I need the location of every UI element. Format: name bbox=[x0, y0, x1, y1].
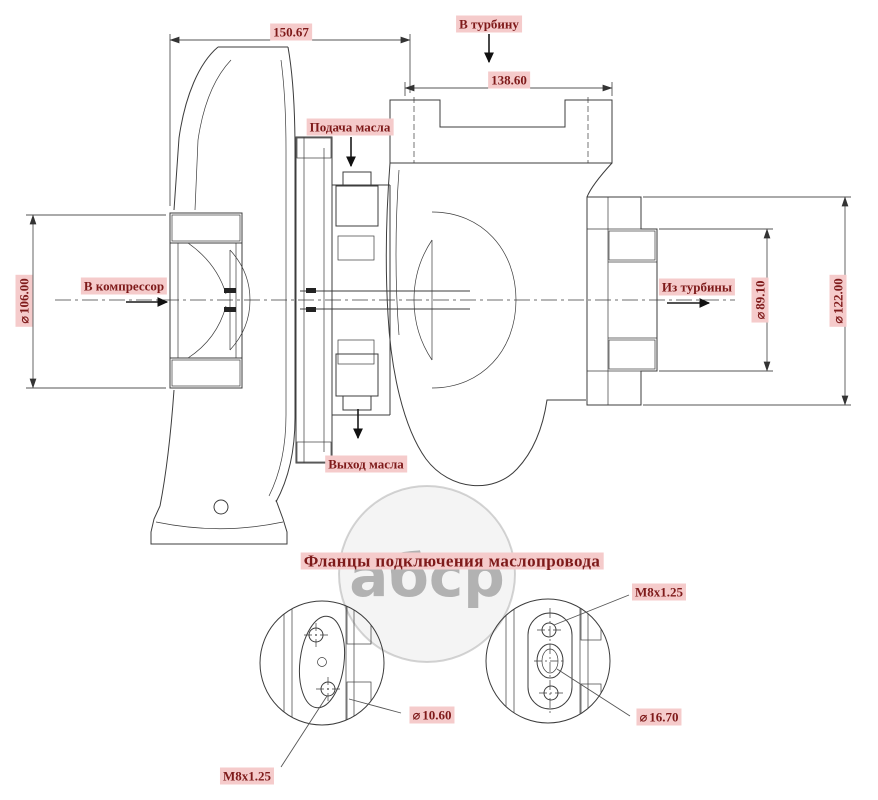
label-to-compressor: В компрессор bbox=[80, 277, 168, 295]
dim-label-outlet-outer-dia: ⌀122.00 bbox=[829, 275, 847, 327]
label-oil-outlet: Выход масла bbox=[325, 455, 407, 473]
dim-label-overall-width: 150.67 bbox=[270, 23, 312, 41]
compressor-housing bbox=[150, 46, 296, 545]
label-from-turbine: Из турбины bbox=[658, 278, 736, 296]
label-hole-dia-right: ⌀16.70 bbox=[636, 708, 682, 726]
detail-view-right bbox=[485, 598, 611, 724]
diameter-symbol: ⌀ bbox=[412, 707, 421, 723]
leader-lines bbox=[280, 594, 631, 768]
dim-label-compressor-inlet-dia: ⌀106.00 bbox=[15, 275, 33, 327]
bearing-housing bbox=[295, 136, 470, 464]
dimension-lines bbox=[26, 34, 851, 406]
section-title: Фланцы подключения маслопровода bbox=[300, 552, 604, 570]
label-hole-dia-left: ⌀10.60 bbox=[409, 706, 455, 724]
label-thread-top: M8x1.25 bbox=[631, 583, 687, 601]
diameter-symbol: ⌀ bbox=[639, 709, 648, 725]
label-thread-bottom: M8x1.25 bbox=[219, 767, 275, 785]
detail-view-left bbox=[259, 600, 385, 726]
diameter-symbol: ⌀ bbox=[16, 315, 32, 324]
label-to-turbine: В турбину bbox=[456, 15, 522, 33]
diameter-symbol: ⌀ bbox=[830, 315, 846, 324]
dim-label-outlet-inner-dia: ⌀89.10 bbox=[751, 277, 769, 323]
watermark: абср bbox=[338, 485, 516, 663]
flow-arrows bbox=[126, 34, 711, 440]
turbine-housing bbox=[385, 97, 658, 487]
diameter-symbol: ⌀ bbox=[752, 311, 768, 320]
dim-label-turbine-flange-width: 138.60 bbox=[488, 71, 530, 89]
label-oil-supply: Подача масла bbox=[306, 118, 394, 136]
